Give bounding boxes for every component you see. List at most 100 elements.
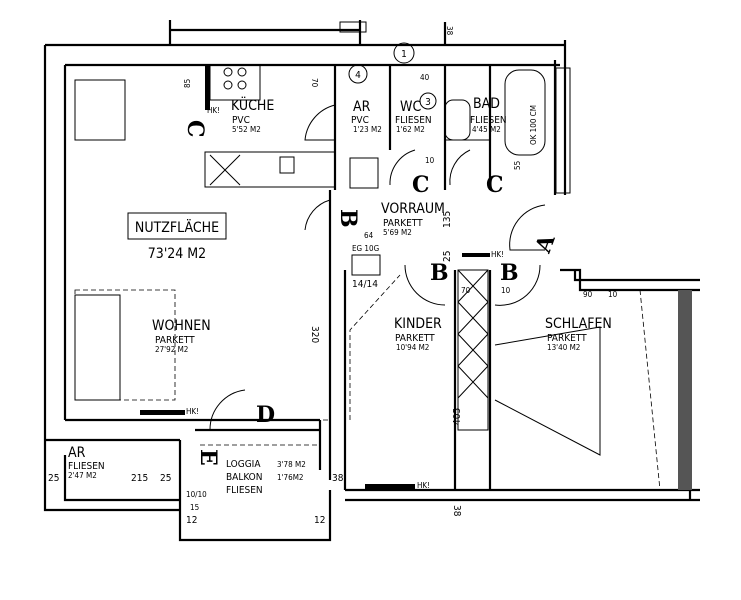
dim: 38: [332, 473, 344, 484]
bad-area: 4'45 M2: [472, 125, 501, 134]
hk-label: HK!: [186, 407, 199, 416]
eg-label: EG 10G: [352, 244, 379, 253]
dim: 135: [442, 211, 453, 228]
door-mark-b: B: [335, 209, 361, 228]
walls: [43, 20, 700, 542]
sofa-outline: [74, 289, 176, 401]
loggia-floor: FLIESEN: [226, 485, 263, 496]
wardrobe: [457, 269, 489, 431]
dim: 38: [451, 505, 462, 517]
dim: 25: [48, 473, 59, 484]
door-mark-c: C: [412, 172, 430, 198]
cabinet: [74, 79, 126, 141]
door-mark-b: B: [500, 260, 519, 286]
door-mark-c: C: [486, 172, 504, 198]
door-mark-d: D: [256, 402, 275, 428]
vorraum-area: 5'69 M2: [383, 228, 412, 237]
mark-4: 4: [355, 70, 361, 81]
ar-bottom-name: AR: [68, 445, 86, 461]
toilet-icon: [444, 99, 471, 141]
dim: 405: [452, 408, 463, 425]
room-labels: KÜCHE PVC 5'52 M2 AR PVC 1'23 M2 WC FLIE…: [68, 96, 612, 496]
kitchen-counter: [204, 151, 336, 188]
circle-marks: 1 3 4: [348, 42, 437, 110]
dim: 64: [364, 231, 374, 240]
dim: 10: [425, 156, 435, 165]
hk-label: HK!: [417, 481, 430, 490]
bathtub-icon: [504, 69, 546, 156]
misc-labels: HK! HK! HK! HK! EG 10G 14/14 OK 100 CM 1…: [186, 105, 538, 499]
schlafen-name: SCHLAFEN: [545, 316, 612, 332]
shaft-label: 14/14: [352, 279, 378, 290]
washbasin: [444, 64, 491, 141]
ar-bottom-area: 2'47 M2: [68, 471, 97, 480]
dim: 10: [501, 286, 511, 295]
loggia-area: 3'78 M2: [277, 460, 306, 469]
title: NUTZFLÄCHE: [135, 218, 219, 236]
schlafen-floor: PARKETT: [547, 333, 587, 344]
bad-name: BAD: [473, 96, 500, 112]
kinder-area: 10'94 M2: [396, 343, 429, 352]
balkon-name: BALKON: [226, 472, 263, 483]
kueche-floor: PVC: [232, 115, 250, 126]
hk-label: HK!: [491, 250, 504, 259]
loggia-name: LOGGIA: [226, 459, 261, 470]
door-mark-b: B: [430, 260, 449, 286]
dim: 70: [461, 286, 471, 295]
vorraum-floor: PARKETT: [383, 218, 423, 229]
ar-top-floor: PVC: [351, 115, 369, 126]
wc-floor: FLIESEN: [395, 115, 432, 126]
wohnen-area: 27'92 M2: [155, 345, 188, 354]
vent-label: 10/10: [186, 490, 207, 499]
dim: 12: [314, 515, 325, 526]
ar-top-area: 1'23 M2: [353, 125, 382, 134]
dim: 25: [442, 251, 453, 262]
doors: [195, 104, 546, 446]
dim: 320: [309, 326, 320, 343]
door-mark-e: E: [195, 449, 221, 466]
dim: 90: [583, 290, 593, 299]
sofa: [74, 294, 121, 401]
dimensions: 85 70 40 38 10 55 135 25 64 70 10 90 10 …: [48, 26, 618, 526]
vorraum-name: VORRAUM: [381, 201, 445, 217]
kinder-floor: PARKETT: [395, 333, 435, 344]
insulated-wall: [678, 290, 692, 490]
kueche-area: 5'52 M2: [232, 125, 261, 134]
hk-label: HK!: [207, 106, 220, 115]
hatched-wall: [555, 67, 571, 194]
mark-3: 3: [425, 97, 431, 108]
ar-bottom-floor: FLIESEN: [68, 461, 105, 472]
dim: 15: [190, 503, 199, 512]
wc-area: 1'62 M2: [396, 125, 425, 134]
schlafen-area: 13'40 M2: [547, 343, 580, 352]
bed: [494, 326, 601, 456]
ar-top-name: AR: [353, 99, 371, 115]
bad-floor: FLIESEN: [470, 115, 507, 126]
dim: 70: [310, 78, 319, 88]
total-area: 73'24 M2: [148, 246, 206, 262]
door-mark-a: A: [530, 230, 561, 257]
kueche-name: KÜCHE: [231, 96, 274, 114]
title-box: [127, 212, 227, 240]
kinder-name: KINDER: [394, 316, 442, 332]
door-mark-c: C: [182, 120, 208, 138]
boiler-icon: [349, 157, 379, 189]
dim: 215: [131, 473, 148, 484]
shaft-box: [351, 254, 381, 276]
stove-icon: [209, 64, 261, 101]
wohnen-floor: PARKETT: [155, 335, 195, 346]
dim: 85: [183, 79, 192, 88]
fixtures: [74, 64, 661, 491]
bath-ok-label: OK 100 CM: [529, 105, 538, 145]
wohnen-name: WOHNEN: [152, 318, 211, 334]
balkon-area: 1'76M2: [277, 473, 304, 482]
dim: 38: [445, 26, 454, 36]
dim: 55: [513, 161, 522, 170]
sink-icon: [279, 156, 295, 174]
dim: 12: [186, 515, 197, 526]
mark-1: 1: [401, 49, 407, 60]
wc-name: WC: [400, 99, 421, 115]
dim: 25: [160, 473, 171, 484]
dim: 40: [420, 73, 430, 82]
